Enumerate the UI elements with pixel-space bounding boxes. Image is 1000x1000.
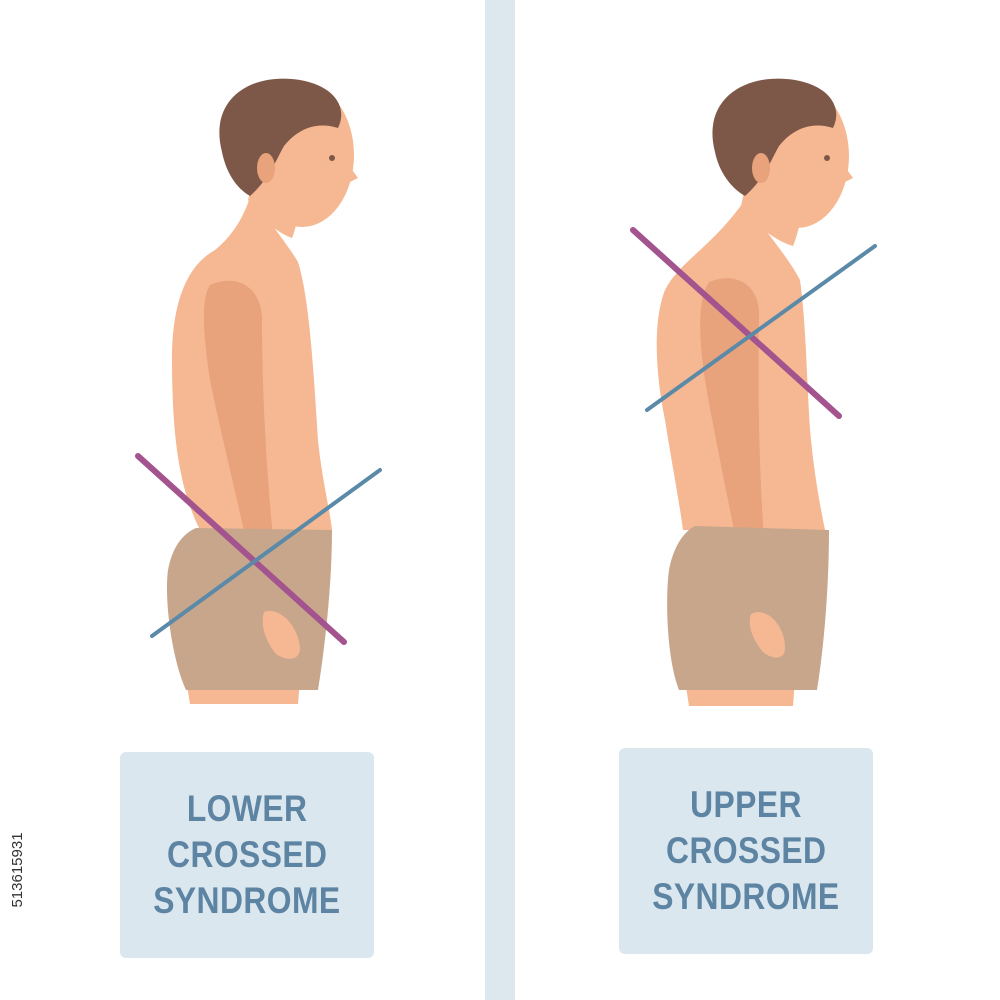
label-line: CROSSED bbox=[666, 828, 826, 874]
divider bbox=[485, 0, 515, 1000]
label-line: UPPER bbox=[690, 782, 802, 828]
shorts bbox=[667, 526, 829, 690]
label-line: SYNDROME bbox=[652, 874, 839, 920]
lower-crossed-label-box: LOWER CROSSED SYNDROME bbox=[120, 752, 374, 958]
stock-id: 513615931 bbox=[9, 815, 29, 925]
eye bbox=[824, 155, 830, 161]
upper-crossed-panel: UPPER CROSSED SYNDROME bbox=[515, 0, 1000, 1000]
ear bbox=[257, 153, 275, 183]
label-line: LOWER bbox=[187, 786, 308, 832]
ear bbox=[752, 153, 770, 183]
eye bbox=[329, 155, 335, 161]
upper-crossed-label-box: UPPER CROSSED SYNDROME bbox=[619, 748, 873, 954]
lower-crossed-panel: LOWER CROSSED SYNDROME 513615931 bbox=[0, 0, 485, 1000]
label-line: CROSSED bbox=[167, 832, 327, 878]
label-line: SYNDROME bbox=[153, 878, 340, 924]
